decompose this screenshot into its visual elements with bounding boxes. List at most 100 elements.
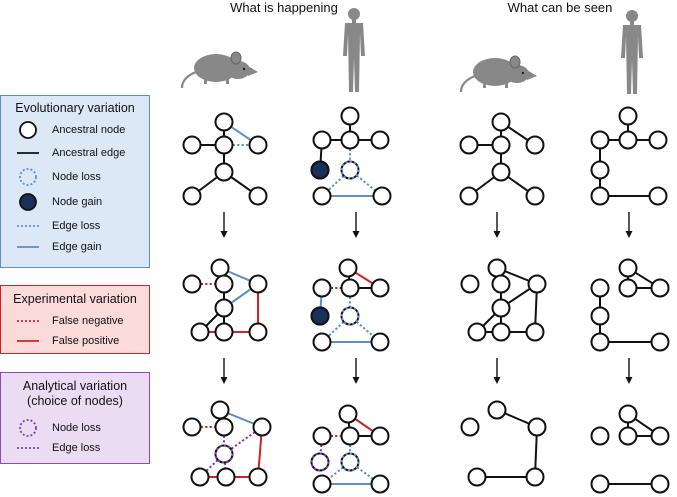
network-node <box>590 426 610 446</box>
network-node <box>491 135 511 155</box>
network-node <box>210 400 230 420</box>
network-node <box>340 160 360 180</box>
network-node <box>650 278 670 298</box>
network-node <box>467 322 487 342</box>
network-node <box>491 298 511 318</box>
down-arrow-head <box>625 377 633 384</box>
network-node <box>650 474 670 494</box>
network-node <box>214 112 234 132</box>
network-node <box>214 298 234 318</box>
legend-row-analytical-node-loss: Node loss <box>13 418 101 438</box>
network-node <box>340 452 360 472</box>
network-node <box>338 404 358 424</box>
network-node <box>310 160 330 180</box>
network-node <box>590 186 610 206</box>
network-node <box>370 332 390 352</box>
human-icon <box>621 10 643 94</box>
legend-analytical-variation: Analytical variation (choice of nodes) N… <box>0 372 150 464</box>
down-arrow-head <box>493 231 501 238</box>
network-node <box>650 426 670 446</box>
network-node <box>590 130 610 150</box>
network-node <box>214 162 234 182</box>
network-node <box>491 274 511 294</box>
network-node <box>216 467 236 487</box>
network-node <box>459 186 479 206</box>
network-node <box>525 186 545 206</box>
network-node <box>310 306 330 326</box>
network-node <box>590 278 610 298</box>
header-what-can-be-seen: What can be seen <box>507 0 613 15</box>
legend-label-analytical-edge-loss: Edge loss <box>52 442 101 454</box>
network-node <box>491 162 511 182</box>
network-node <box>182 135 202 155</box>
legend-evolutionary-variation: Evolutionary variation Ancestral node An… <box>0 95 150 268</box>
network-node <box>248 135 268 155</box>
network-node <box>340 426 360 446</box>
legend-label-edge-loss: Edge loss <box>52 220 101 232</box>
network-node <box>487 258 507 278</box>
down-arrow-head <box>352 231 360 238</box>
network-node <box>527 274 547 294</box>
legend-label-false-positive: False positive <box>52 335 120 347</box>
legend-row-analytical-edge-loss: Edge loss <box>13 438 100 458</box>
network-node <box>525 467 545 487</box>
network-node <box>312 278 332 298</box>
legend-evolutionary-title: Evolutionary variation <box>15 101 135 115</box>
down-arrow-head <box>493 377 501 384</box>
legend-analytical-title: Analytical variation <box>22 379 128 393</box>
network-node <box>460 417 480 437</box>
network-node <box>340 278 360 298</box>
legend-row-false-negative: False negative <box>13 311 124 331</box>
network-node <box>190 467 210 487</box>
network-node <box>214 135 234 155</box>
legend-label-edge-gain: Edge gain <box>52 241 102 253</box>
network-node <box>590 332 610 352</box>
legend-label-node-gain: Node gain <box>52 196 103 208</box>
network-node <box>338 258 358 278</box>
network-node <box>210 258 230 278</box>
network-node <box>340 306 360 326</box>
legend-label-ancestral-edge: Ancestral edge <box>52 147 126 159</box>
legend-label-node-loss: Node loss <box>52 171 101 183</box>
network-node <box>467 467 487 487</box>
legend-row-ancestral-node: Ancestral node <box>13 120 125 140</box>
legend-experimental-variation: Experimental variation False negative Fa… <box>0 285 150 354</box>
network-node <box>340 160 360 180</box>
network-node <box>182 186 202 206</box>
legend-row-ancestral-edge: Ancestral edge <box>13 143 125 163</box>
legend-row-edge-gain: Edge gain <box>13 237 102 257</box>
down-arrow-head <box>220 231 228 238</box>
network-node <box>590 160 610 180</box>
human-icon <box>343 8 365 92</box>
network-node <box>618 426 638 446</box>
network-node <box>525 135 545 155</box>
down-arrow-head <box>625 231 633 238</box>
legend-label-ancestral-node: Ancestral node <box>52 124 126 136</box>
network-node <box>590 474 610 494</box>
network-node <box>252 417 272 437</box>
legend-experimental-title: Experimental variation <box>13 292 137 306</box>
legend-label-false-negative: False negative <box>52 315 124 327</box>
network-node <box>460 274 480 294</box>
network-node <box>648 130 668 150</box>
network-node <box>340 130 360 150</box>
network-node <box>618 404 638 424</box>
network-node <box>340 452 360 472</box>
network-node <box>182 274 202 294</box>
mouse-icon <box>459 55 537 93</box>
network-node <box>310 452 330 472</box>
down-arrow-head <box>220 377 228 384</box>
network-node <box>459 135 479 155</box>
network-node <box>525 322 545 342</box>
network-node <box>491 322 511 342</box>
network-node <box>340 106 360 126</box>
network-node <box>618 278 638 298</box>
network-node <box>312 130 332 150</box>
network-node <box>370 426 390 446</box>
network-node <box>312 186 332 206</box>
network-node <box>312 332 332 352</box>
network-node <box>618 130 638 150</box>
network-node <box>618 258 638 278</box>
network-node <box>248 322 268 342</box>
